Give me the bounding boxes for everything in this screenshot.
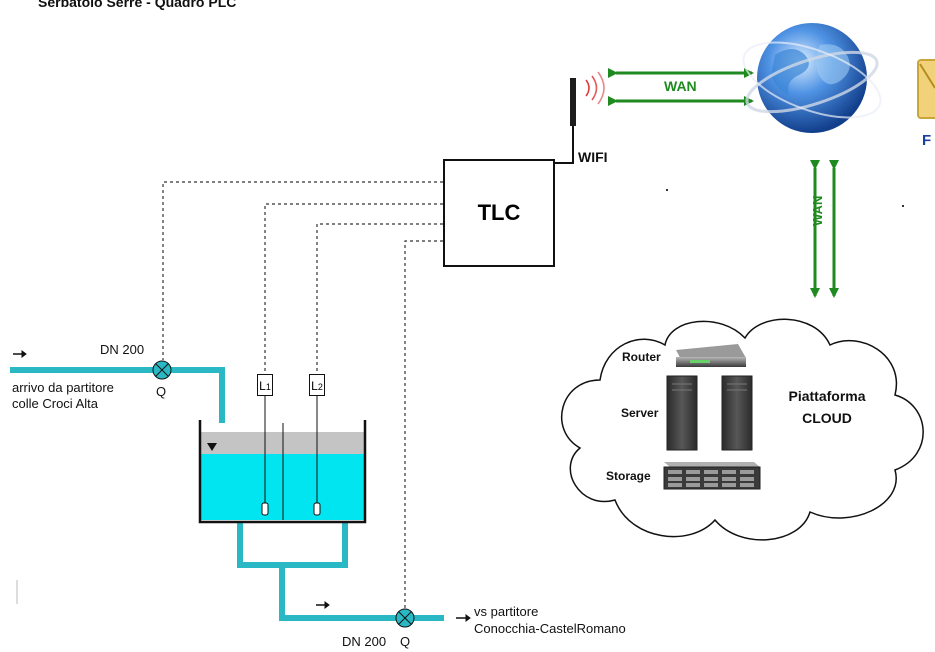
inlet-text-line1: arrivo da partitore (12, 380, 114, 395)
mail-icon (917, 59, 935, 119)
wan-top-label: WAN (664, 78, 697, 94)
cloud-platform-title: Piattaforma CLOUD (772, 385, 882, 429)
cloud-title-line2: CLOUD (802, 410, 852, 426)
inlet-text-line2: colle Croci Alta (12, 396, 98, 411)
globe-icon (742, 23, 882, 133)
flow-arrows (13, 350, 471, 622)
cloud-title-line1: Piattaforma (788, 388, 866, 404)
server-icon (666, 375, 753, 451)
outlet-text-line1: vs partitore (474, 604, 539, 619)
inlet-flow-label: Q (156, 384, 167, 399)
probe-index: 1 (265, 382, 271, 392)
probe-rods (261, 396, 321, 516)
outlet-text-line2: Conocchia-CastelRomano (474, 621, 626, 636)
inlet-dn-label: DN 200 (100, 342, 145, 357)
outlet-flow-meter-icon (395, 608, 415, 628)
wan-vertical-label: WAN (810, 195, 825, 226)
storage-icon (663, 462, 761, 490)
wan-vertical-arrows (810, 160, 839, 298)
wifi-label: WIFI (578, 149, 608, 165)
level-probe-l2: L2 (309, 374, 325, 396)
probe-letter: L (259, 379, 266, 393)
wan-horizontal-arrows (608, 68, 754, 106)
tlc-unit: TLC (443, 159, 555, 267)
tank (198, 420, 367, 524)
storage-label: Storage (606, 469, 651, 483)
signal-lines (162, 181, 443, 612)
antenna-icon (570, 71, 605, 126)
pipes (10, 367, 444, 621)
router-icon (676, 344, 746, 367)
outlet-dn-label: DN 200 (342, 634, 387, 649)
server-label: Server (621, 406, 659, 420)
probe-index: 2 (317, 382, 323, 392)
diagram-title: Serbatoio Serre - Quadro PLC (38, 0, 237, 10)
outlet-flow-label: Q (400, 634, 411, 649)
antenna-cable (555, 126, 574, 164)
probe-letter: L (311, 379, 318, 393)
router-label: Router (622, 350, 661, 364)
level-probe-l1: L1 (257, 374, 273, 396)
flow-meter-icon (152, 360, 172, 380)
edge-label: F (922, 132, 932, 149)
